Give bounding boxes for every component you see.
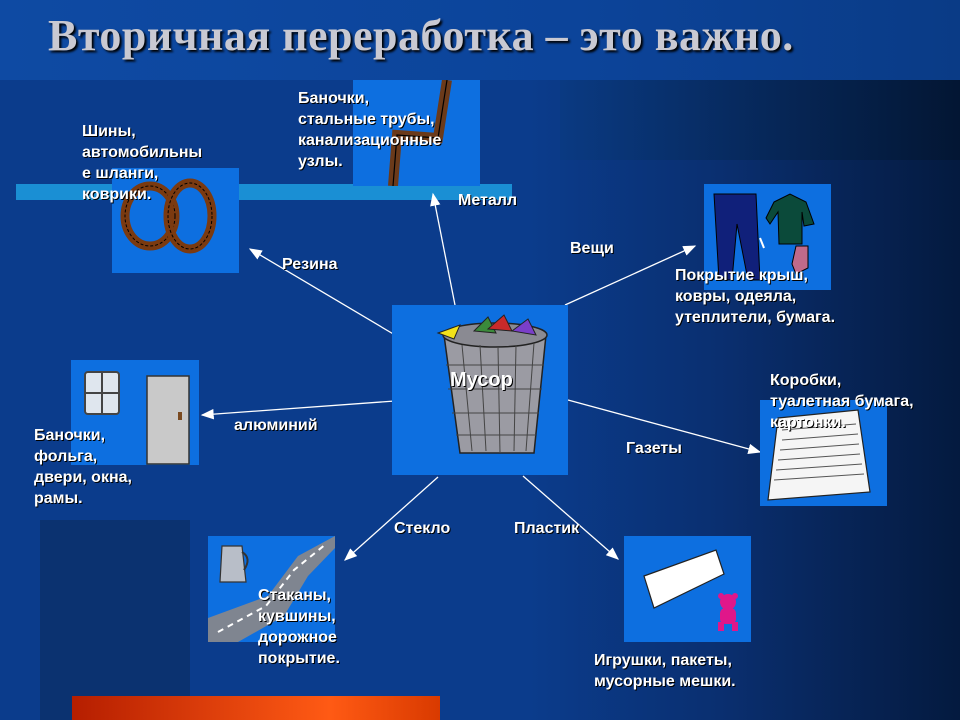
- glass-label: Стекло: [394, 520, 451, 537]
- arrow-rubber: [248, 248, 396, 336]
- clothes-items-text: Покрытие крыш, ковры, одеяла, утеплители…: [675, 267, 836, 326]
- aluminum-label: алюминий: [234, 417, 318, 434]
- plastic-items-text: Игрушки, пакеты, мусорные мешки.: [594, 652, 736, 690]
- arrow-plastic: [522, 475, 619, 560]
- arrow-paper: [567, 399, 762, 454]
- trash-can-image: [392, 305, 568, 475]
- arrow-metal: [430, 192, 456, 306]
- jug-road-image: [208, 536, 335, 642]
- dark-band: [560, 80, 960, 160]
- metal-items-text: Баночки, стальные трубы, канализационные…: [298, 90, 442, 170]
- arrow-glass: [344, 476, 439, 561]
- left-column-band: [40, 520, 190, 720]
- clothes-label: Вещи: [570, 240, 614, 257]
- rubber-label: Резина: [282, 256, 338, 273]
- window-door-image: [71, 360, 199, 465]
- paper-label: Газеты: [626, 440, 682, 457]
- glass-items-text: Стаканы, кувшины, дорожное покрытие.: [258, 587, 340, 667]
- arrow-clothes: [564, 245, 697, 306]
- aluminum-items-text: Баночки, фольга, двери, окна, рамы.: [34, 427, 132, 507]
- arrow-aluminum: [200, 400, 396, 420]
- orange-stripe: [72, 696, 440, 720]
- bag-toy-image: [624, 536, 751, 642]
- pipes-image: [353, 80, 480, 186]
- paper-items-text: Коробки, туалетная бумага, картонки.: [770, 372, 914, 431]
- center-label: Мусор: [450, 369, 513, 391]
- slide-title: Вторичная переработка – это важно.: [48, 11, 794, 60]
- metal-label: Металл: [458, 192, 518, 209]
- header-band: [0, 0, 960, 80]
- plastic-label: Пластик: [514, 520, 580, 537]
- rubber-items-text: Шины, автомобильны е шланги, коврики.: [82, 123, 203, 203]
- tires-image: [112, 168, 239, 273]
- newspaper-image: [760, 400, 887, 506]
- clothes-image: [704, 184, 831, 290]
